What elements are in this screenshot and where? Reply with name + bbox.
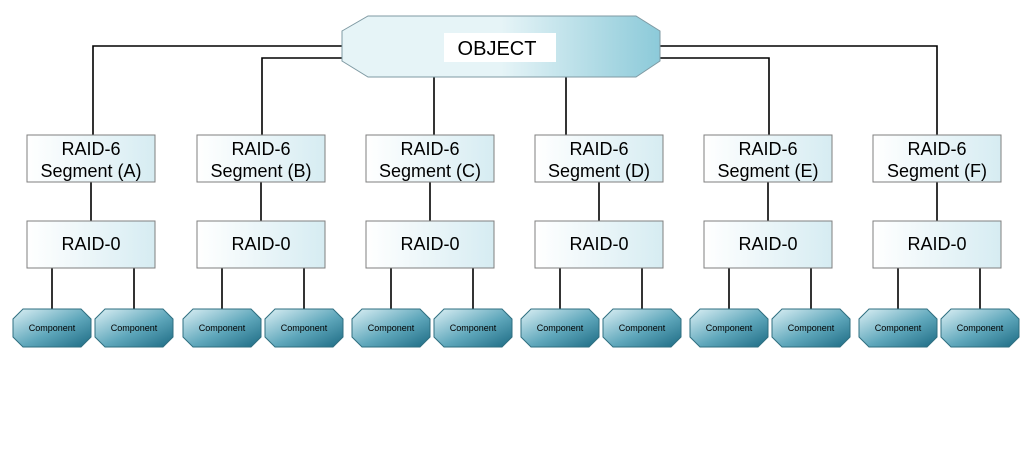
raid0-box	[365, 220, 495, 269]
raid0-box	[872, 220, 1002, 269]
segment-label: Segment (D)	[548, 161, 650, 181]
component-label: Component	[368, 323, 415, 333]
object-label: OBJECT	[458, 38, 537, 60]
component-label: Component	[199, 323, 246, 333]
raid0-label: RAID-0	[569, 234, 628, 254]
raid0-box	[703, 220, 833, 269]
component-label: Component	[450, 323, 497, 333]
component-label: Component	[29, 323, 76, 333]
connector-object-to-segment-f	[660, 45, 938, 135]
component-octagon	[182, 308, 262, 348]
raid6-title: RAID-6	[907, 139, 966, 159]
component-octagon	[520, 308, 600, 348]
connector-object-to-segment-b	[261, 57, 360, 135]
raid6-title: RAID-6	[61, 139, 120, 159]
component-label: Component	[788, 323, 835, 333]
raid6-segment-box	[703, 134, 833, 183]
raid6-title: RAID-6	[231, 139, 290, 159]
component-label: Component	[619, 323, 666, 333]
segment-label: Segment (E)	[717, 161, 818, 181]
segment-label: Segment (C)	[379, 161, 481, 181]
component-octagon	[940, 308, 1020, 348]
raid0-box	[534, 220, 664, 269]
component-label: Component	[537, 323, 584, 333]
component-octagon	[94, 308, 174, 348]
raid0-box	[196, 220, 326, 269]
raid0-label: RAID-0	[231, 234, 290, 254]
segment-label: Segment (A)	[40, 161, 141, 181]
component-octagon	[264, 308, 344, 348]
component-label: Component	[111, 323, 158, 333]
component-octagon	[602, 308, 682, 348]
raid6-segment-box	[26, 134, 156, 183]
component-label: Component	[706, 323, 753, 333]
raid0-box	[26, 220, 156, 269]
raid0-label: RAID-0	[61, 234, 120, 254]
connector-object-to-segment-a	[92, 45, 342, 135]
component-octagon	[771, 308, 851, 348]
raid6-title: RAID-6	[738, 139, 797, 159]
raid6-segment-box	[872, 134, 1002, 183]
raid6-segment-box	[365, 134, 495, 183]
raid0-label: RAID-0	[738, 234, 797, 254]
component-label: Component	[957, 323, 1004, 333]
connector-lines	[51, 45, 981, 309]
segment-label: Segment (F)	[887, 161, 987, 181]
raid6-title: RAID-6	[400, 139, 459, 159]
component-octagon	[858, 308, 938, 348]
object-label-box	[444, 33, 556, 62]
object-node: OBJECT	[341, 15, 661, 78]
raid6-segment-box	[196, 134, 326, 183]
component-octagon	[12, 308, 92, 348]
raid6-title: RAID-6	[569, 139, 628, 159]
raid0-label: RAID-0	[400, 234, 459, 254]
component-octagon	[433, 308, 513, 348]
connector-object-to-segment-e	[640, 57, 770, 135]
component-label: Component	[875, 323, 922, 333]
component-octagon	[689, 308, 769, 348]
segment-label: Segment (B)	[210, 161, 311, 181]
raid0-label: RAID-0	[907, 234, 966, 254]
component-label: Component	[281, 323, 328, 333]
raid6-segment-box	[534, 134, 664, 183]
component-octagon	[351, 308, 431, 348]
